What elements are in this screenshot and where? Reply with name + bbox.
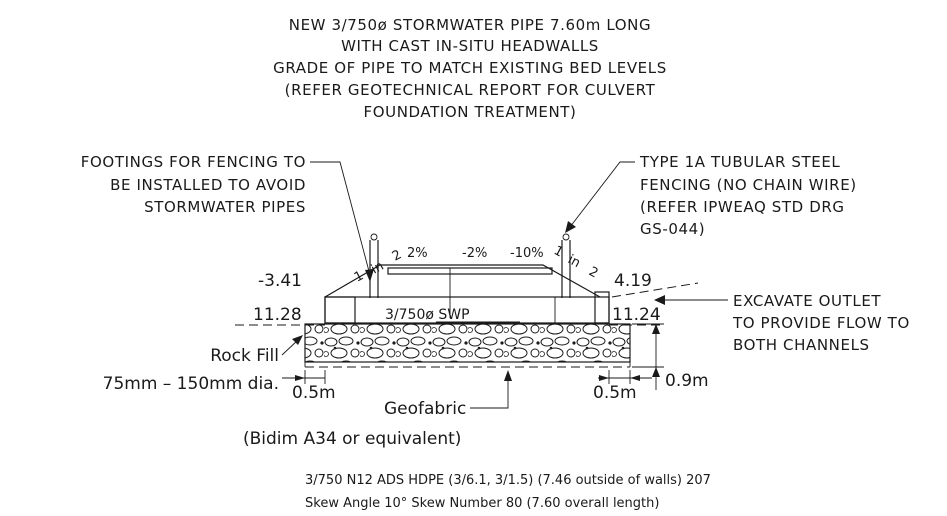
fence-post-right bbox=[561, 233, 571, 298]
footing-note-line-1: FOOTINGS FOR FENCING TO bbox=[81, 153, 306, 171]
rock-fill-size: 75mm – 150mm dia. bbox=[103, 374, 279, 394]
fencing-note-line-1: TYPE 1A TUBULAR STEEL bbox=[639, 153, 840, 171]
level-right-top: 4.19 bbox=[614, 271, 652, 291]
deck-slope-right: -2% bbox=[462, 246, 487, 261]
geofabric-spec: (Bidim A34 or equivalent) bbox=[243, 429, 461, 449]
headwall-left bbox=[324, 296, 356, 324]
title-block: NEW 3/750ø STORMWATER PIPE 7.60m LONG WI… bbox=[273, 16, 667, 121]
footing-note-leader bbox=[310, 161, 374, 282]
slope-right-b: 2 bbox=[586, 264, 600, 281]
footing-note-line-3: STORMWATER PIPES bbox=[144, 198, 306, 216]
dim-depth bbox=[632, 323, 664, 390]
outlet-note: EXCAVATE OUTLET TO PROVIDE FLOW TO BOTH … bbox=[732, 292, 910, 354]
slope-left-b: 2 bbox=[390, 247, 404, 264]
outlet-note-line-2: TO PROVIDE FLOW TO bbox=[732, 314, 910, 332]
footer-notes: 3/750 N12 ADS HDPE (3/6.1, 3/1.5) (7.46 … bbox=[305, 473, 711, 511]
title-line-3: GRADE OF PIPE TO MATCH EXISTING BED LEVE… bbox=[273, 59, 667, 77]
geofabric-label: Geofabric bbox=[384, 399, 466, 419]
outlet-note-leader bbox=[654, 295, 728, 305]
fencing-note: TYPE 1A TUBULAR STEEL FENCING (NO CHAIN … bbox=[639, 153, 857, 238]
existing-grade-line bbox=[611, 282, 699, 298]
footer-line-1: 3/750 N12 ADS HDPE (3/6.1, 3/1.5) (7.46 … bbox=[305, 473, 711, 488]
outlet-note-line-3: BOTH CHANNELS bbox=[733, 336, 870, 354]
slope-right-a: 1 bbox=[551, 243, 565, 260]
fence-post-left bbox=[369, 233, 379, 298]
rock-fill-leader bbox=[281, 335, 303, 356]
deck-slope-far: -10% bbox=[510, 246, 544, 261]
fencing-note-line-2: FENCING (NO CHAIN WIRE) bbox=[640, 176, 857, 194]
road-deck bbox=[387, 267, 553, 275]
title-line-4: (REFER GEOTECHNICAL REPORT FOR CULVERT bbox=[285, 81, 656, 99]
title-line-5: FOUNDATION TREATMENT) bbox=[364, 103, 577, 121]
title-line-2: WITH CAST IN-SITU HEADWALLS bbox=[341, 37, 599, 55]
dim-left-width-label: 0.5m bbox=[292, 383, 336, 403]
fencing-note-line-4: GS-044) bbox=[640, 220, 705, 238]
footing-note-line-2: BE INSTALLED TO AVOID bbox=[110, 176, 306, 194]
pipe-label: 3/750ø SWP bbox=[385, 307, 470, 323]
outlet-note-line-1: EXCAVATE OUTLET bbox=[733, 292, 881, 310]
level-left-top: -3.41 bbox=[258, 271, 302, 291]
level-labels: -3.41 4.19 11.28 11.24 bbox=[253, 271, 661, 325]
rock-fill-bed bbox=[304, 323, 631, 368]
geofabric-leader bbox=[470, 370, 512, 409]
footing-note: FOOTINGS FOR FENCING TO BE INSTALLED TO … bbox=[81, 153, 306, 216]
dim-right-width-label: 0.5m bbox=[593, 383, 637, 403]
rock-fill-note: Rock Fill 75mm – 150mm dia. bbox=[103, 346, 279, 394]
fencing-note-leader bbox=[565, 161, 635, 233]
rock-fill-label: Rock Fill bbox=[210, 346, 279, 366]
deck-slope-left: 2% bbox=[407, 246, 428, 261]
level-right-invert: 11.24 bbox=[612, 305, 661, 325]
level-left-invert: 11.28 bbox=[253, 305, 302, 325]
fencing-note-line-3: (REFER IPWEAQ STD DRG bbox=[640, 198, 845, 216]
embankment bbox=[324, 264, 601, 318]
slope-left-a: 1 bbox=[352, 268, 366, 285]
slope-right-in: in bbox=[565, 252, 583, 271]
geofabric-note: Geofabric (Bidim A34 or equivalent) bbox=[243, 399, 466, 449]
dim-left-width bbox=[282, 370, 326, 384]
title-line-1: NEW 3/750ø STORMWATER PIPE 7.60m LONG bbox=[289, 16, 651, 34]
footer-line-2: Skew Angle 10° Skew Number 80 (7.60 over… bbox=[305, 496, 659, 511]
dim-right-width bbox=[598, 370, 652, 384]
dim-depth-label: 0.9m bbox=[665, 371, 709, 391]
pipe-barrel bbox=[324, 296, 610, 324]
